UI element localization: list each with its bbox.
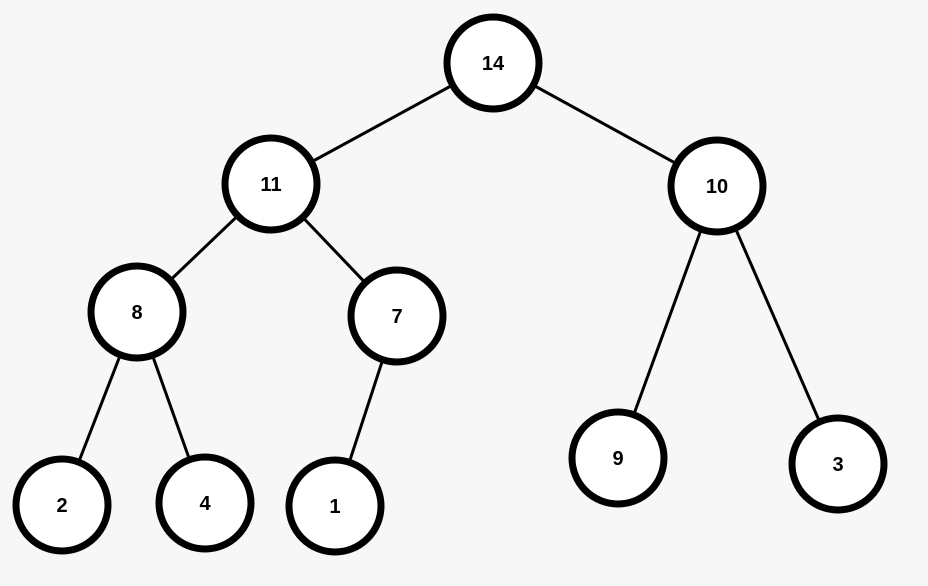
tree-node-10: 10 (667, 136, 767, 236)
tree-node-7: 7 (347, 266, 447, 366)
tree-node-9: 9 (568, 408, 668, 508)
tree-node-circle (285, 456, 385, 556)
node-label: 14 (482, 53, 505, 75)
tree-node-circle (788, 414, 888, 514)
tree-node-circle (221, 134, 321, 234)
tree-node-8: 8 (87, 262, 187, 362)
tree-node-1: 1 (285, 456, 385, 556)
node-label: 8 (131, 302, 142, 324)
node-label: 1 (329, 496, 340, 518)
tree-edge-10-3 (715, 185, 840, 465)
tree-node-14: 14 (443, 13, 543, 113)
tree-node-circle (12, 455, 112, 555)
nodes-layer: 14 11 10 8 7 2 4 1 9 3 (12, 13, 888, 556)
node-label: 7 (391, 306, 402, 328)
edges-layer (60, 61, 840, 507)
node-label: 10 (706, 176, 728, 198)
tree-node-2: 2 (12, 455, 112, 555)
node-label: 9 (612, 448, 623, 470)
node-label: 4 (199, 493, 211, 515)
tree-node-circle (568, 408, 668, 508)
tree-node-3: 3 (788, 414, 888, 514)
node-label: 2 (56, 495, 67, 517)
tree-node-circle (347, 266, 447, 366)
tree-node-circle (667, 136, 767, 236)
tree-node-circle (443, 13, 543, 113)
tree-node-11: 11 (221, 134, 321, 234)
tree-node-circle (87, 262, 187, 362)
tree-node-circle (155, 453, 255, 553)
tree-node-4: 4 (155, 453, 255, 553)
node-label: 3 (832, 454, 843, 476)
node-label: 11 (260, 174, 281, 196)
